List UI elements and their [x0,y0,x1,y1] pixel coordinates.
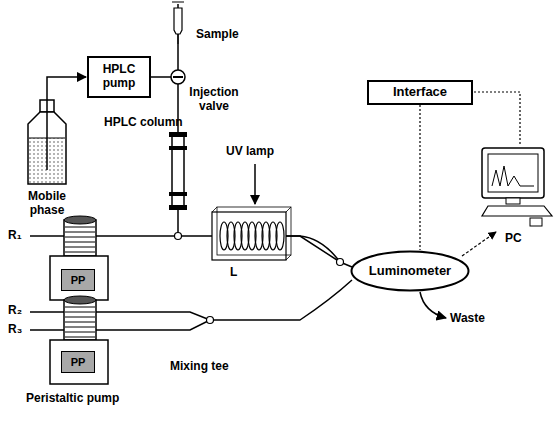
pump-panel: PP [61,269,95,291]
tee-junction [337,259,344,266]
pump-panel: PP [61,351,95,373]
solvent-line [47,77,86,170]
interface-box: Interface [367,80,473,105]
column-label: HPLC column [104,116,183,130]
reagent-label: R₁ [8,229,22,243]
computer-icon [482,148,552,226]
hplc-column [169,132,187,210]
pump-label: Peristaltic pump [26,392,119,406]
sample-syringe [172,2,184,70]
reagent-label: R₃ [8,323,22,337]
injection-valve [171,70,185,84]
sample-label: Sample [196,28,239,42]
reagent-label: R₂ [8,304,22,318]
tee-label: Mixing tee [170,360,229,374]
node-label: Luminometer [369,264,451,279]
lamp-label: UV lamp [226,145,274,159]
solvent-label: Mobile phase [18,190,76,218]
flow-line [151,77,352,267]
mixing-tee [207,317,214,324]
detector-ellipse: Luminometer [350,250,470,292]
reagent-line [30,235,175,237]
node-label: Interface [393,85,447,100]
peristaltic-pump [50,216,108,300]
flow-line [286,236,340,262]
uv-arrow [254,164,256,204]
data-link [419,105,420,250]
valve-label: Injection valve [188,86,240,114]
signal-arrow [462,232,496,256]
photoreactor-coil [212,207,291,260]
pump-box: HPLC pump [87,56,151,98]
reactor-label: L [230,266,237,280]
node-label: PP [71,356,86,369]
node-label: PP [71,274,86,287]
waste-label: Waste [450,312,485,326]
data-cable [474,92,520,146]
peristaltic-pump [50,296,108,384]
tee-junction [175,233,182,240]
computer-label: PC [505,232,522,246]
waste-arrow [420,292,446,318]
node-label: HPLC pump [91,63,147,91]
